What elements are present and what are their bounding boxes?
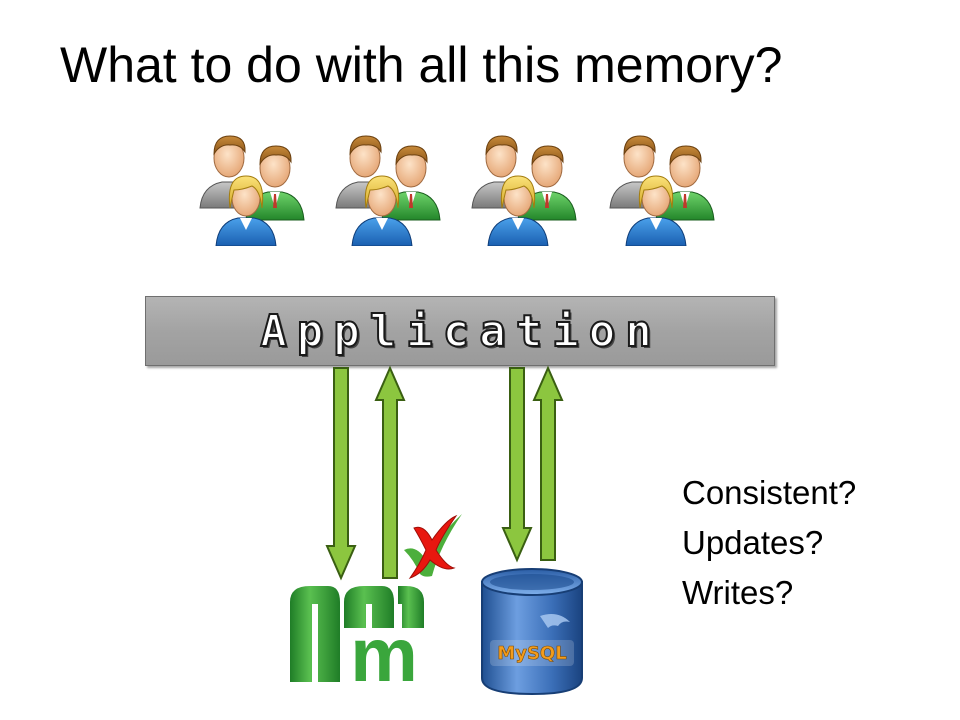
slide-title: What to do with all this memory? — [60, 37, 783, 93]
green-arrow-icon — [374, 365, 406, 579]
application-box: Application — [145, 296, 775, 366]
application-label: Application — [259, 305, 662, 358]
green-arrow-icon — [325, 367, 357, 581]
question-writes: Writes? — [682, 574, 794, 611]
red-x-mark-icon — [404, 514, 462, 579]
database-cylinder-icon: MySQL — [481, 568, 583, 696]
questions-list: Consistent? Updates? Writes? — [682, 468, 856, 618]
memcached-logo-letter: m — [350, 613, 418, 684]
green-arrow-icon — [532, 365, 564, 561]
green-arrow-icon — [501, 367, 533, 563]
mysql-logo-text: MySQL — [497, 643, 566, 664]
question-updates: Updates? — [682, 524, 824, 561]
question-consistent: Consistent? — [682, 474, 857, 511]
memcached-logo-icon: m — [290, 586, 424, 684]
